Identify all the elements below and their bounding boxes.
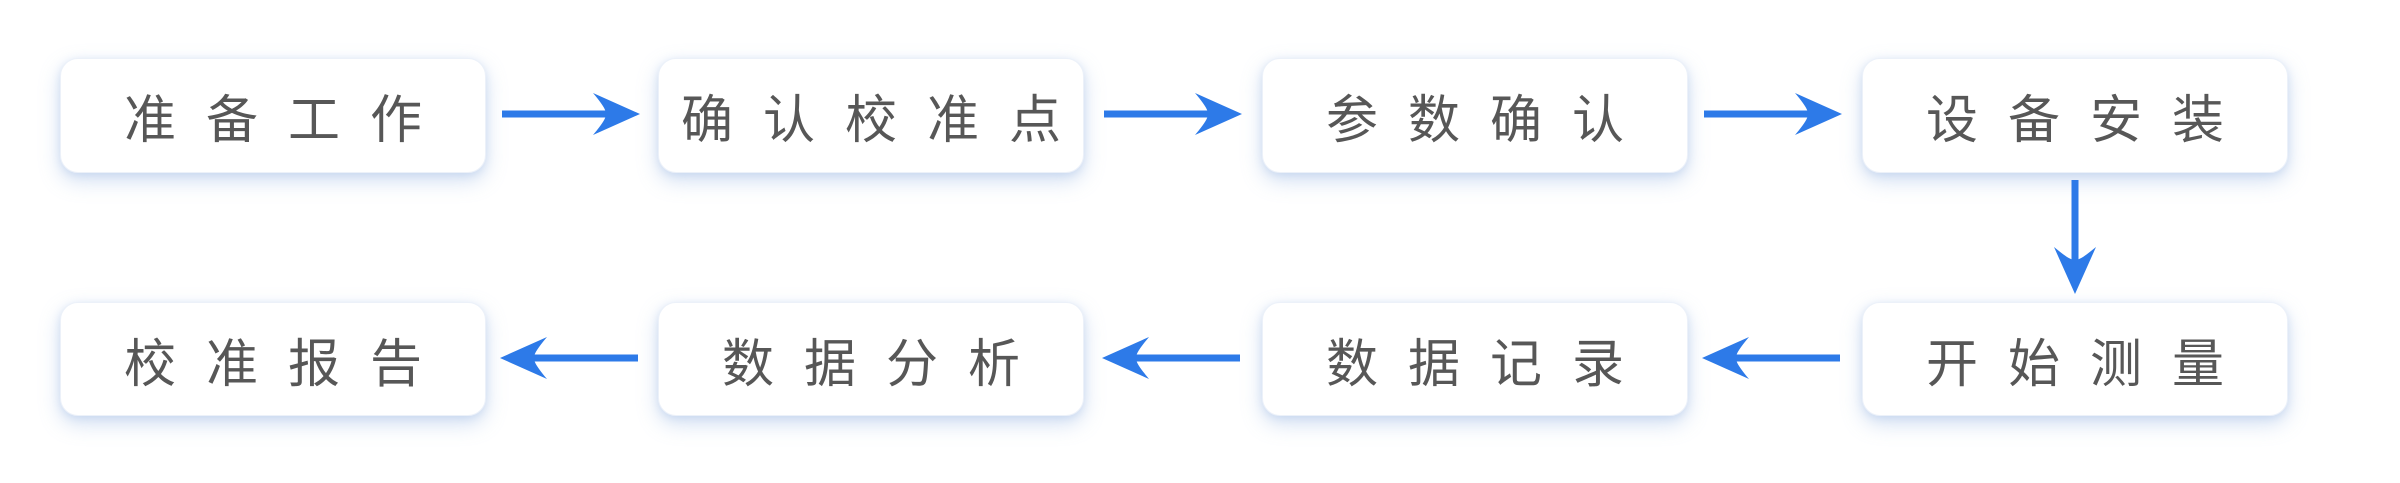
arrow-left-icon [1702, 337, 1840, 379]
flow-node-label: 校准报告 [123, 336, 452, 394]
flow-node-equipment-installation: 设备安装 [1862, 58, 2288, 173]
arrow-left-icon [500, 337, 638, 379]
arrow-down-icon [2054, 180, 2096, 294]
flow-node-start-measurement: 开始测量 [1862, 302, 2288, 416]
flow-node-data-analysis: 数据分析 [658, 302, 1084, 416]
flow-node-label: 确认校准点 [680, 93, 1091, 150]
flow-node-label: 设备安装 [1925, 93, 2254, 150]
flow-node-confirm-calibration-points: 确认校准点 [658, 58, 1084, 173]
arrow-left-icon [1102, 337, 1240, 379]
arrow-right-icon [1104, 93, 1242, 135]
flow-node-label: 数据分析 [721, 336, 1050, 394]
arrow-right-icon [1704, 93, 1842, 135]
flow-node-label: 数据记录 [1325, 336, 1654, 394]
flow-node-label: 开始测量 [1925, 336, 2254, 394]
flow-node-preparation: 准备工作 [60, 58, 486, 173]
flow-node-calibration-report: 校准报告 [60, 302, 486, 416]
flow-node-data-recording: 数据记录 [1262, 302, 1688, 416]
arrow-right-icon [502, 93, 640, 135]
flow-node-parameter-confirmation: 参数确认 [1262, 58, 1688, 173]
flow-node-label: 准备工作 [123, 93, 452, 150]
flow-node-label: 参数确认 [1325, 93, 1654, 150]
